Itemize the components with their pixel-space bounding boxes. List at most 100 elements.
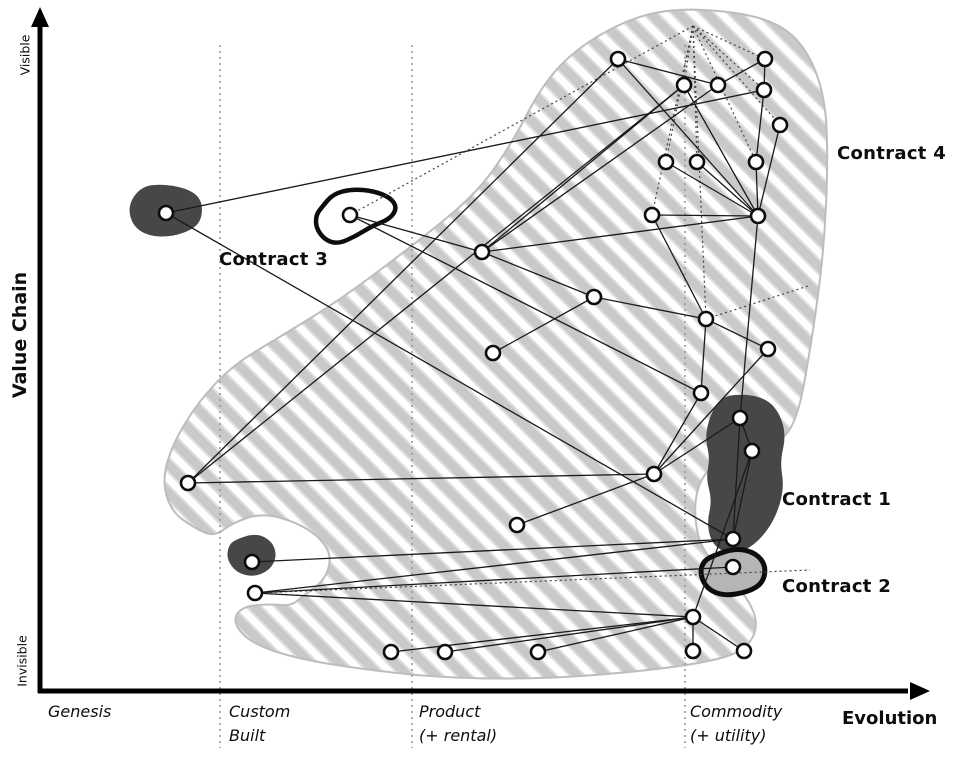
edge <box>593 296 707 320</box>
map-node-n11[interactable] <box>749 207 767 225</box>
edge <box>444 616 694 653</box>
map-node-n6[interactable] <box>771 116 789 134</box>
dotted-edge <box>692 25 707 320</box>
map-node-n17[interactable] <box>743 442 761 460</box>
map-node-n25[interactable] <box>157 204 175 222</box>
map-node-n29[interactable] <box>382 643 400 661</box>
map-node-n34[interactable] <box>735 642 753 660</box>
map-node-n19[interactable] <box>473 243 491 261</box>
edge <box>692 450 753 618</box>
edge <box>705 318 769 350</box>
y-axis-title: Value Chain <box>9 271 31 399</box>
edge <box>187 58 619 484</box>
map-node-n26[interactable] <box>341 206 359 224</box>
map-node-n24[interactable] <box>179 474 197 492</box>
edge <box>757 124 781 217</box>
edge <box>755 161 759 217</box>
edge <box>696 161 759 217</box>
stage-label-commodity: Commodity(+ utility) <box>690 702 783 745</box>
map-node-n7[interactable] <box>657 153 675 171</box>
x-axis-title: Evolution <box>842 708 938 729</box>
edge <box>349 214 702 394</box>
map-node-n14[interactable] <box>759 340 777 358</box>
edge-lines <box>165 58 781 653</box>
edge <box>481 251 595 298</box>
edge <box>254 566 734 594</box>
contract-1-blob <box>706 394 785 553</box>
map-node-n1[interactable] <box>609 50 627 68</box>
stage-label-product: Product(+ rental) <box>419 702 498 745</box>
edge <box>516 473 655 526</box>
edge <box>617 58 719 86</box>
edge <box>692 616 745 652</box>
edge <box>665 161 759 217</box>
edge <box>717 58 766 86</box>
stage-label-genesis: Genesis <box>48 702 112 721</box>
contract-2-label: Contract 2 <box>782 576 892 597</box>
dotted-edge <box>692 25 766 60</box>
y-axis-visible-label: Visible <box>17 34 33 76</box>
dotted-edge <box>665 25 694 163</box>
contract-3-label: Contract 3 <box>219 249 329 270</box>
edge <box>165 212 734 540</box>
edge <box>732 450 753 540</box>
map-node-n28[interactable] <box>246 584 264 602</box>
map-node-n5[interactable] <box>755 81 773 99</box>
edge <box>653 348 769 475</box>
map-node-n32[interactable] <box>684 608 702 626</box>
edge <box>653 417 741 475</box>
map-node-n23[interactable] <box>724 558 742 576</box>
edge <box>700 318 707 394</box>
edge <box>651 214 759 217</box>
map-nodes <box>157 50 789 661</box>
edge <box>755 89 765 163</box>
edge <box>481 84 685 253</box>
map-node-n16[interactable] <box>731 409 749 427</box>
edge <box>254 592 694 618</box>
edge <box>739 215 759 419</box>
map-node-n10[interactable] <box>643 206 661 224</box>
map-node-n20[interactable] <box>484 344 502 362</box>
edge <box>653 392 702 475</box>
edge <box>187 84 685 484</box>
contract-4-label: Contract 4 <box>837 143 947 164</box>
map-node-n22[interactable] <box>724 530 742 548</box>
dotted-edge <box>349 25 694 216</box>
dotted-edge <box>692 25 765 91</box>
map-node-n30[interactable] <box>436 643 454 661</box>
map-node-n31[interactable] <box>529 643 547 661</box>
map-node-n3[interactable] <box>675 76 693 94</box>
edge <box>254 538 734 594</box>
edge <box>617 58 759 217</box>
blob-regions <box>129 8 829 680</box>
map-node-n27[interactable] <box>243 553 261 571</box>
map-node-n15[interactable] <box>692 384 710 402</box>
map-node-n21[interactable] <box>508 516 526 534</box>
map-node-n13[interactable] <box>697 310 715 328</box>
edge <box>732 417 741 540</box>
map-node-n2[interactable] <box>756 50 774 68</box>
map-node-n4[interactable] <box>709 76 727 94</box>
edge <box>481 215 759 253</box>
x-axis-arrowhead <box>910 682 930 700</box>
edge <box>187 473 655 484</box>
edge <box>492 296 595 354</box>
hatched-region <box>163 8 829 680</box>
map-node-n8[interactable] <box>688 153 706 171</box>
axes <box>31 7 930 700</box>
edge <box>481 84 719 253</box>
edge <box>651 214 707 320</box>
map-node-n18[interactable] <box>645 465 663 483</box>
y-axis-arrowhead <box>31 7 49 27</box>
map-node-n9[interactable] <box>747 153 765 171</box>
map-node-n33[interactable] <box>684 642 702 660</box>
edge <box>537 616 694 653</box>
contract-1-label: Contract 1 <box>782 489 892 510</box>
y-axis-invisible-label: Invisible <box>14 635 30 687</box>
edge <box>349 214 483 253</box>
edge <box>251 538 734 563</box>
map-node-n12[interactable] <box>585 288 603 306</box>
